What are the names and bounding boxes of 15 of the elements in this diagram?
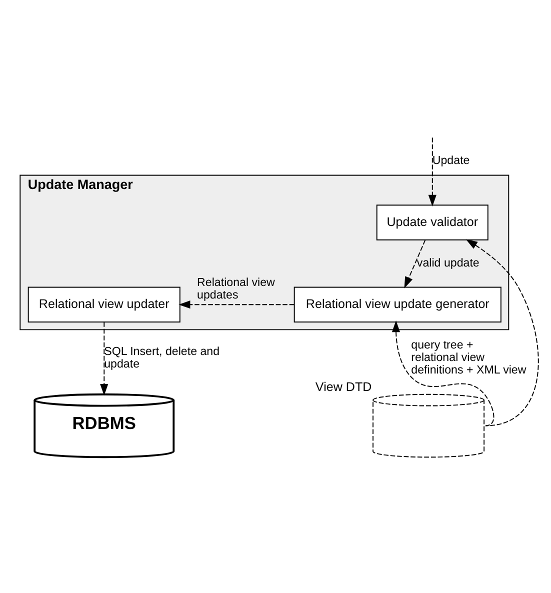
edge-label: SQL Insert, delete and update bbox=[104, 345, 220, 370]
edge-label: query tree + relational view definitions + XML view bbox=[411, 339, 526, 376]
node-box: Update validator bbox=[376, 204, 488, 240]
arrow bbox=[392, 320, 494, 426]
node-label: View DTD bbox=[315, 379, 372, 394]
arrow bbox=[428, 136, 436, 206]
edge-label: valid update bbox=[416, 257, 480, 270]
arrow bbox=[466, 238, 539, 426]
edge-label: Relational view updates bbox=[197, 276, 275, 301]
edge-label: Update bbox=[432, 154, 470, 167]
arrow bbox=[404, 239, 426, 288]
arrow bbox=[100, 321, 108, 396]
node-box: Relational view updater bbox=[28, 286, 180, 322]
node-box: Relational view update generator bbox=[294, 286, 502, 322]
arrow bbox=[178, 300, 295, 308]
